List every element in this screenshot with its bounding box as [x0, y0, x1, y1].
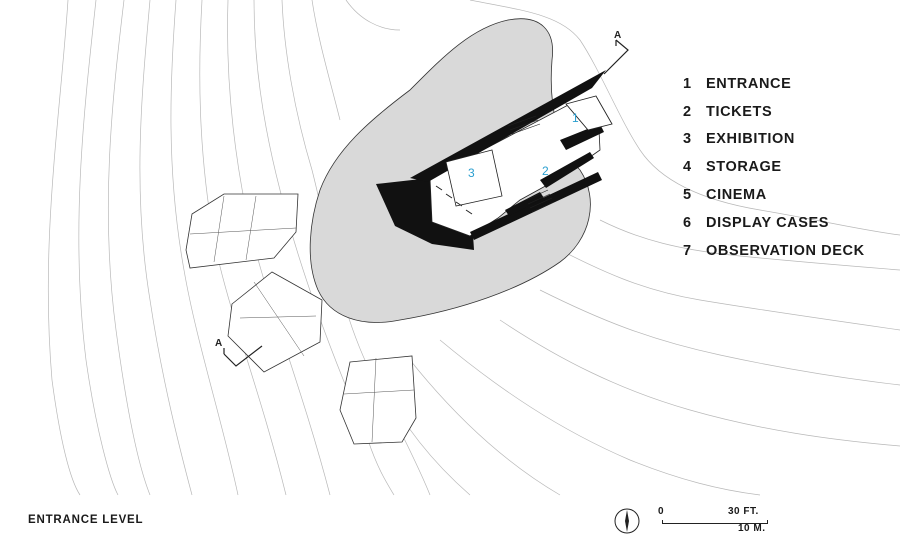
scale-meters: 10 M.	[738, 523, 766, 534]
legend-label: ENTRANCE	[706, 75, 792, 92]
stair-upper	[507, 115, 541, 135]
legend-number: 5	[683, 187, 692, 204]
legend-label: TICKETS	[706, 103, 773, 120]
legend-number: 2	[683, 103, 692, 120]
room-tag-3: 3	[468, 166, 475, 180]
display-case-marks	[435, 185, 473, 215]
legend-label: OBSERVATION DECK	[706, 242, 865, 259]
rock-2	[227, 271, 323, 373]
legend-item: 5 CINEMA	[683, 181, 865, 209]
legend-label: EXHIBITION	[706, 131, 795, 148]
exhibition-room	[445, 149, 503, 207]
rock-3	[339, 355, 417, 445]
legend-number: 4	[683, 159, 692, 176]
scale-zero: 0	[658, 506, 665, 517]
legend-item: 6 DISPLAY CASES	[683, 209, 865, 237]
room-tag-1: 1	[572, 111, 579, 125]
legend-item: 7 OBSERVATION DECK	[683, 237, 865, 265]
scale-feet: 30 FT.	[728, 506, 759, 517]
legend-label: DISPLAY CASES	[706, 214, 830, 231]
scale-bar-line	[662, 520, 768, 524]
rock-outcrops	[185, 193, 417, 445]
section-marker-lower	[223, 345, 263, 367]
north-arrow-icon	[614, 508, 640, 534]
southeast-wall	[470, 172, 602, 240]
legend-label: CINEMA	[706, 187, 767, 204]
section-label-upper: A	[614, 30, 621, 41]
entry-tower	[565, 95, 613, 131]
legend-item: 2 TICKETS	[683, 98, 865, 126]
section-marker-upper	[603, 39, 629, 75]
scale-bar: 0 30 FT. 10 M.	[656, 505, 776, 541]
legend-number: 7	[683, 242, 692, 259]
legend-number: 3	[683, 131, 692, 148]
inner-wall-2	[540, 152, 594, 188]
legend-label: STORAGE	[706, 159, 782, 176]
legend-item: 4 STORAGE	[683, 153, 865, 181]
room-tag-2: 2	[542, 164, 549, 178]
section-label-lower: A	[215, 338, 222, 349]
legend-number: 6	[683, 214, 692, 231]
legend-item: 1 ENTRANCE	[683, 70, 865, 98]
legend-number: 1	[683, 75, 692, 92]
inner-wall-3	[505, 192, 544, 216]
inner-wall-1	[560, 124, 604, 150]
building: 1 2 3	[376, 70, 613, 250]
stair-lower	[525, 189, 555, 213]
drawing-title: ENTRANCE LEVEL	[28, 514, 144, 526]
legend-item: 3 EXHIBITION	[683, 126, 865, 154]
